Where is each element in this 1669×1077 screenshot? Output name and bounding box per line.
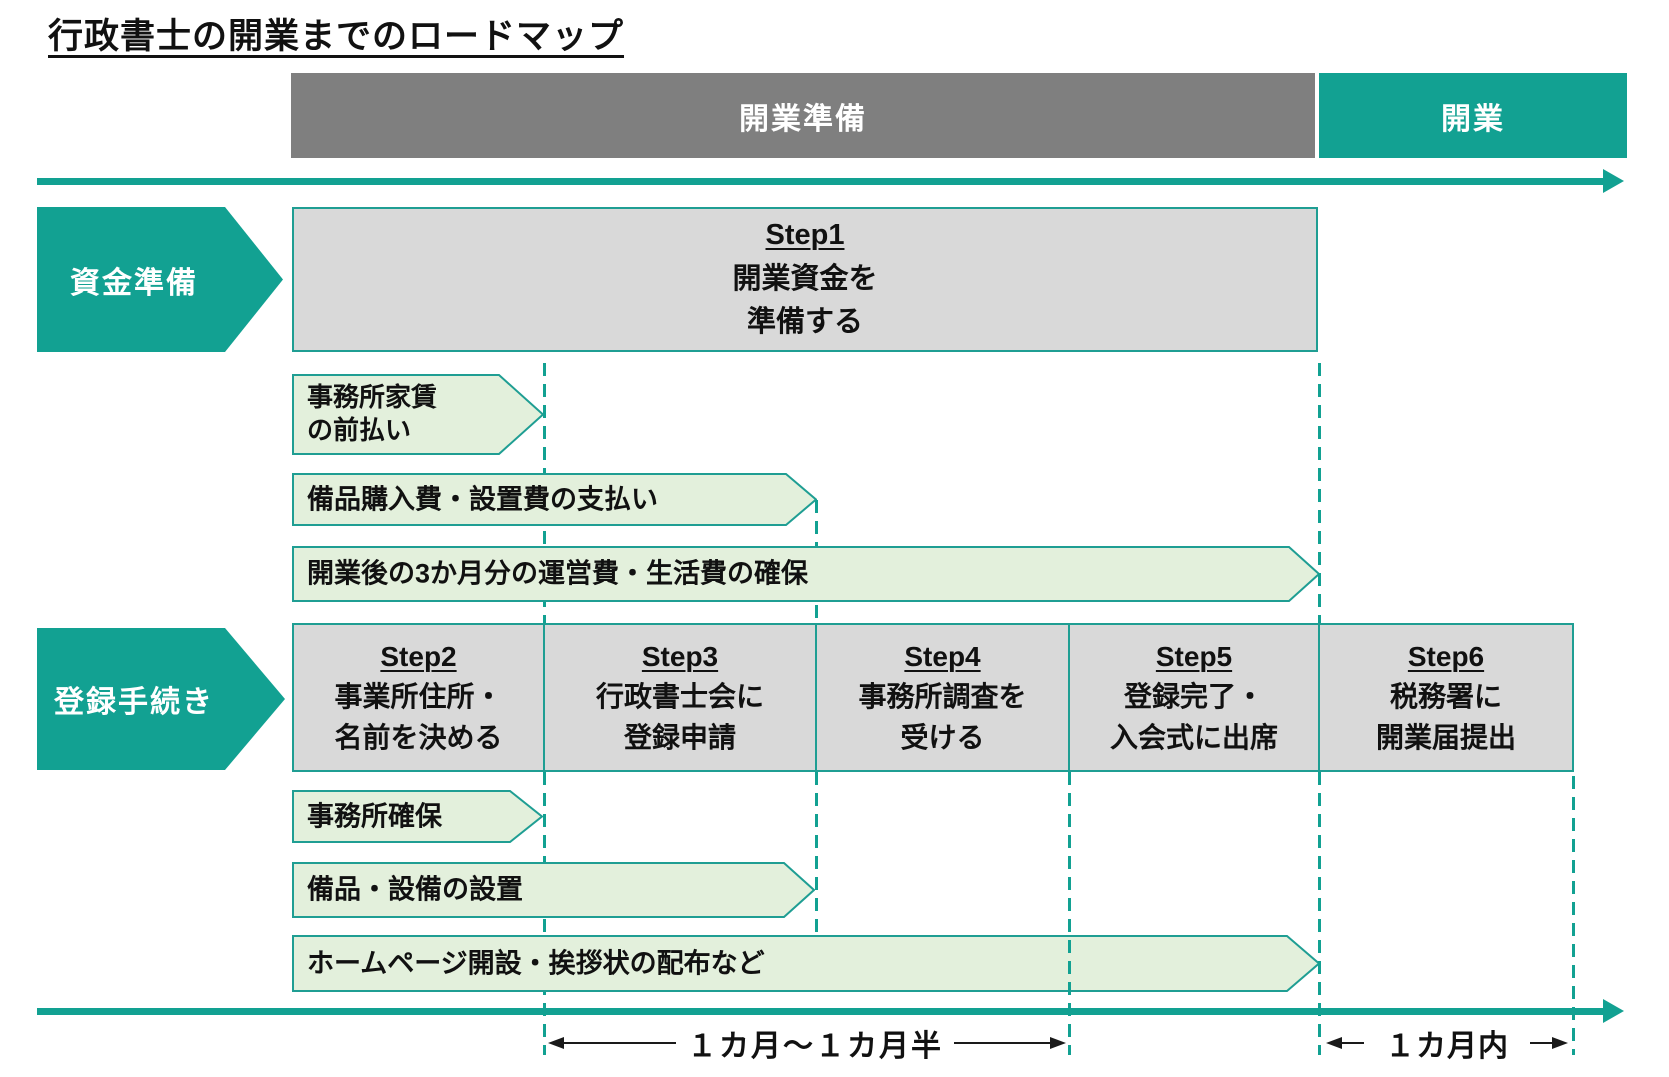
task-banner-running-costs-shape — [292, 546, 1320, 602]
timeline-arrow-bottom — [37, 999, 1624, 1023]
row-label-funding-text: 資金準備 — [70, 266, 198, 300]
task-banner-equipment-payment: 備品購入費・設置費の支払い — [292, 473, 817, 526]
step5-line2: 入会式に出席 — [1109, 721, 1278, 753]
task-banner-office-rent-text: 事務所家賃 の前払い — [307, 381, 438, 446]
step2-line1: 事業所住所・ — [334, 681, 503, 713]
diagram-title: 行政書士の開業までのロードマップ — [48, 17, 625, 56]
dashed-line-4-upper — [1318, 363, 1321, 623]
duration-main-label: １カ月〜１カ月半 — [687, 1030, 943, 1063]
dashed-line-3 — [1068, 772, 1071, 1055]
step6-line1: 税務署に — [1389, 681, 1502, 713]
step3-label: Step3 — [641, 640, 719, 672]
task-banner-secure-office: 事務所確保 — [292, 790, 543, 843]
row-label-registration: 登録手続き — [37, 628, 285, 770]
phase-bar-opening-label: 開業 — [1441, 102, 1505, 136]
task-banner-homepage-greetings-shape — [292, 935, 1320, 992]
step1-line2: 準備する — [746, 306, 863, 339]
task-banner-homepage-greetings-text: ホームページ開設・挨拶状の配布など — [307, 947, 765, 978]
task-banner-install-equipment-text: 備品・設備の設置 — [307, 874, 523, 905]
left-arrow-icon — [548, 1037, 676, 1049]
phase-bar-opening: 開業 — [1319, 73, 1627, 158]
phase-bar-preparation: 開業準備 — [291, 73, 1315, 158]
step4-label: Step4 — [904, 640, 981, 672]
task-banner-office-rent: 事務所家賃 の前払い — [292, 374, 545, 455]
step3-line1: 行政書士会に — [595, 681, 764, 713]
step5-label: Step5 — [1155, 640, 1233, 672]
step1-label: Step1 — [765, 219, 845, 252]
duration-opening: １カ月内 — [1326, 1020, 1568, 1066]
task-banner-homepage-greetings: ホームページ開設・挨拶状の配布など — [292, 935, 1320, 992]
timeline-arrow-top — [37, 169, 1624, 193]
dashed-line-2-lower — [815, 772, 818, 935]
step6-box: Step6 税務署に 開業届提出 — [1318, 623, 1574, 772]
duration-main: １カ月〜１カ月半 — [548, 1020, 1066, 1066]
row-label-registration-text: 登録手続き — [54, 686, 214, 719]
step4-box: Step4 事務所調査を 受ける — [815, 623, 1070, 772]
step3-line2: 登録申請 — [623, 721, 736, 753]
step1-box: Step1 開業資金を 準備する — [292, 207, 1318, 352]
right-arrow-icon — [1530, 1037, 1568, 1049]
step2-line2: 名前を決める — [334, 721, 503, 753]
step5-line1: 登録完了・ — [1123, 681, 1264, 713]
task-banner-equipment-payment-text: 備品購入費・設置費の支払い — [307, 483, 658, 514]
right-arrow-icon — [954, 1037, 1066, 1049]
step4-line2: 受ける — [900, 721, 985, 753]
step1-line1: 開業資金を — [732, 262, 878, 295]
task-banner-running-costs: 開業後の3か月分の運営費・生活費の確保 — [292, 546, 1320, 602]
step3-box: Step3 行政書士会に 登録申請 — [543, 623, 817, 772]
row-label-funding: 資金準備 — [37, 207, 283, 352]
step4-line1: 事務所調査を — [858, 681, 1027, 713]
step2-label: Step2 — [380, 640, 457, 672]
task-banner-secure-office-text: 事務所確保 — [307, 800, 442, 831]
phase-bar-preparation-label: 開業準備 — [739, 102, 867, 136]
dashed-line-4-lower — [1318, 772, 1321, 1055]
task-banner-office-rent-shape — [292, 374, 545, 455]
step5-box: Step5 登録完了・ 入会式に出席 — [1068, 623, 1320, 772]
duration-opening-label: １カ月内 — [1385, 1030, 1509, 1063]
task-banner-secure-office-shape — [292, 790, 543, 843]
task-banner-equipment-payment-shape — [292, 473, 817, 526]
step2-box: Step2 事業所住所・ 名前を決める — [292, 623, 545, 772]
step6-label: Step6 — [1407, 640, 1485, 672]
task-banner-install-equipment: 備品・設備の設置 — [292, 862, 815, 918]
left-arrow-icon — [1326, 1037, 1364, 1049]
task-banner-running-costs-text: 開業後の3か月分の運営費・生活費の確保 — [307, 558, 809, 589]
task-banner-install-equipment-shape — [292, 862, 815, 918]
dashed-line-5 — [1572, 776, 1575, 1055]
step6-line2: 開業届提出 — [1375, 721, 1516, 753]
